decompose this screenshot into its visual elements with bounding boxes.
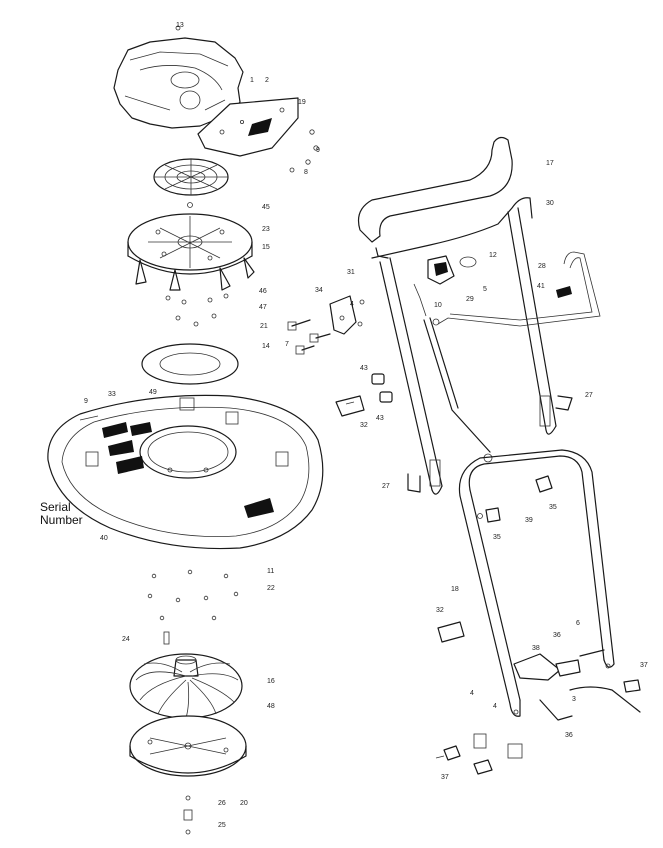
callout: 4 bbox=[470, 690, 474, 697]
callout: 19 bbox=[298, 99, 306, 106]
callout: 30 bbox=[546, 200, 554, 207]
callout: 48 bbox=[267, 703, 275, 710]
callout: 22 bbox=[267, 585, 275, 592]
callout: 32 bbox=[436, 607, 444, 614]
callout: 27 bbox=[585, 392, 593, 399]
callout: 8 bbox=[304, 169, 308, 176]
callout: 11 bbox=[267, 568, 274, 575]
handle-base-brackets bbox=[435, 621, 641, 775]
callout: 6 bbox=[576, 620, 580, 627]
blade-disc bbox=[129, 715, 247, 777]
callout: 24 bbox=[122, 636, 130, 643]
bottom-fasteners bbox=[183, 795, 193, 835]
callout: 32 bbox=[360, 422, 368, 429]
callout: 4 bbox=[493, 703, 497, 710]
callout: 35 bbox=[549, 504, 557, 511]
cover-plate bbox=[197, 97, 299, 157]
callout: 15 bbox=[262, 244, 270, 251]
callout: 34 bbox=[315, 287, 323, 294]
callout: 36 bbox=[553, 632, 561, 639]
callout: 37 bbox=[640, 662, 648, 669]
upper-handle bbox=[357, 136, 557, 495]
small-fasteners bbox=[289, 129, 319, 173]
callout: 35 bbox=[493, 534, 501, 541]
gasket-ring bbox=[141, 343, 239, 385]
callout: 3 bbox=[572, 696, 576, 703]
grille-screen bbox=[153, 158, 229, 196]
callout: 21 bbox=[260, 323, 268, 330]
hover-deck bbox=[47, 394, 324, 550]
callout: 36 bbox=[565, 732, 573, 739]
handle-clamps bbox=[335, 373, 393, 417]
callout: 2 bbox=[265, 77, 269, 84]
handle-clips bbox=[407, 395, 573, 493]
callout: 23 bbox=[262, 226, 270, 233]
callout: 37 bbox=[441, 774, 449, 781]
serial-number-label: Serial Number bbox=[40, 500, 83, 527]
callout: 4 bbox=[350, 301, 354, 308]
impeller-hardware bbox=[165, 293, 229, 327]
callout: 10 bbox=[434, 302, 442, 309]
impeller-plate bbox=[127, 202, 255, 291]
callout: 46 bbox=[259, 288, 267, 295]
serial-label-line1: Serial bbox=[40, 500, 71, 514]
callout: 43 bbox=[376, 415, 384, 422]
callout: 18 bbox=[451, 586, 459, 593]
control-cable bbox=[413, 251, 601, 463]
callout: 25 bbox=[218, 822, 226, 829]
callout: 26 bbox=[218, 800, 226, 807]
lower-handle bbox=[458, 449, 615, 717]
callout: 13 bbox=[176, 22, 184, 29]
callout: 7 bbox=[285, 341, 289, 348]
deck-hardware bbox=[147, 569, 239, 645]
callout: 1 bbox=[250, 77, 254, 84]
fan-impeller bbox=[129, 653, 243, 719]
callout: 47 bbox=[259, 304, 267, 311]
callout: 17 bbox=[546, 160, 554, 167]
callout: 27 bbox=[382, 483, 390, 490]
callout: 9 bbox=[316, 147, 320, 154]
callout-labels: 13 1 2 19 9 8 45 23 15 46 47 21 14 49 9 … bbox=[84, 22, 648, 829]
callout: 33 bbox=[108, 391, 116, 398]
callout: 41 bbox=[537, 283, 545, 290]
callout: 49 bbox=[149, 389, 157, 396]
callout: 38 bbox=[532, 645, 540, 652]
callout: 39 bbox=[525, 517, 533, 524]
callout: 9 bbox=[84, 398, 88, 405]
callout: 14 bbox=[262, 343, 270, 350]
callout: 16 bbox=[267, 678, 275, 685]
callout: 43 bbox=[360, 365, 368, 372]
callout: 45 bbox=[262, 204, 270, 211]
callout: 31 bbox=[347, 269, 355, 276]
callout: 5 bbox=[483, 286, 487, 293]
serial-label-line2: Number bbox=[40, 513, 83, 527]
callout: 28 bbox=[538, 263, 546, 270]
callout: 20 bbox=[240, 800, 248, 807]
switch-bracket bbox=[287, 295, 365, 355]
callout: 29 bbox=[466, 296, 474, 303]
callout: 40 bbox=[100, 535, 108, 542]
callout: 12 bbox=[489, 252, 497, 259]
